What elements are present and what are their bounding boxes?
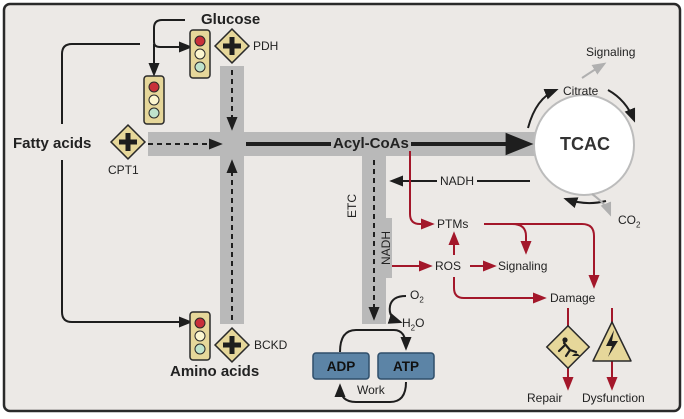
work-label: Work	[357, 383, 385, 397]
plus-diamond-icon	[213, 27, 251, 65]
plus-diamond-icon	[109, 123, 147, 161]
o2-label: O2	[410, 288, 424, 305]
fatty-acid-to-amino-light	[61, 160, 193, 328]
traffic-light-icon	[189, 311, 211, 361]
fatty-acid-regulation-loop	[61, 43, 140, 124]
repair-label: Repair	[527, 391, 563, 405]
citrate-label: Citrate	[563, 84, 599, 98]
pdh-label: PDH	[253, 39, 279, 53]
signaling-mid-label: Signaling	[498, 259, 548, 273]
cpt1-label: CPT1	[108, 163, 139, 177]
amino-acids-label: Amino acids	[170, 363, 260, 380]
damage-label: Damage	[550, 291, 596, 305]
background-panel	[2, 2, 682, 413]
ptms-to-damage-arrow	[512, 223, 600, 289]
acyl-coas-label: Acyl-CoAs	[331, 135, 411, 152]
h2o-label: H2O	[402, 316, 425, 333]
glucose-label: Glucose	[201, 11, 261, 28]
traffic-light-icon	[189, 29, 211, 79]
etc-label: ETC	[345, 194, 359, 218]
adp-label: ADP	[326, 359, 356, 374]
nadh-horizontal-label: NADH	[437, 175, 478, 187]
acyl-coa-to-ptms-arrow	[409, 146, 435, 230]
glucose-branch-lines	[153, 19, 193, 53]
ros-to-damage-arrow	[453, 277, 547, 304]
tcac-cycle-arrow-left	[527, 88, 559, 129]
traffic-light-icon	[143, 75, 165, 125]
dysfunction-label: Dysfunction	[582, 391, 645, 405]
high-voltage-warning-icon	[592, 321, 632, 362]
co2-release-arrow	[591, 193, 612, 217]
tcac-label: TCAC	[560, 134, 610, 154]
bckd-label: BCKD	[254, 338, 288, 352]
plus-diamond-icon	[213, 326, 251, 364]
fatty-acids-label: Fatty acids	[13, 135, 92, 152]
vertical-pathway-bar	[220, 66, 244, 324]
tcac-cycle-arrow-right	[607, 89, 636, 123]
citrate-signaling-arrow	[581, 62, 607, 79]
co2-label: CO2	[618, 213, 641, 230]
adp-to-atp-arrow	[339, 329, 412, 353]
ros-label: ROS	[435, 259, 462, 273]
nadh-vertical-label: NADH	[379, 218, 393, 278]
oxygen-to-water-arrow	[387, 295, 407, 324]
atp-box	[377, 352, 435, 380]
signaling-top-label: Signaling	[586, 45, 636, 59]
atp-label: ATP	[393, 359, 419, 374]
adp-box	[312, 352, 370, 380]
work-cycle-arrow	[334, 381, 407, 403]
ptms-label: PTMs	[437, 217, 469, 231]
road-work-sign-icon	[545, 324, 591, 370]
tcac-circle	[533, 94, 635, 196]
